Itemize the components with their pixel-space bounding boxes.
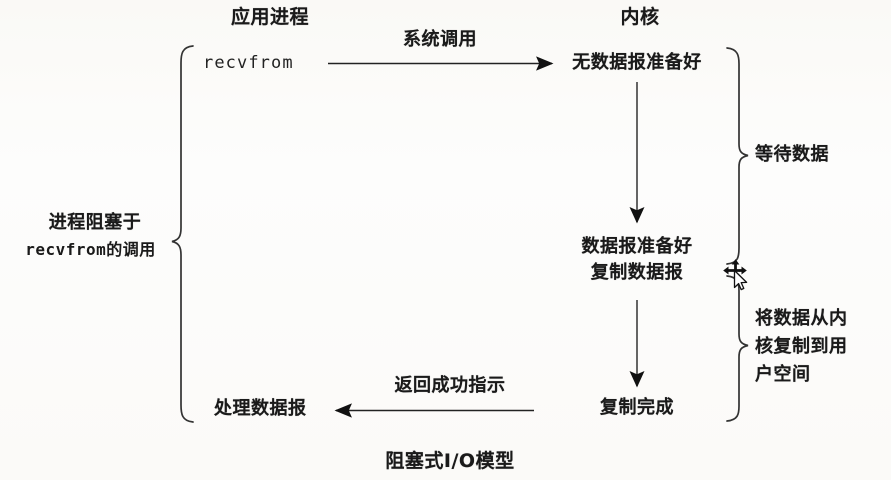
copy-to-user-brace xyxy=(726,275,749,422)
kernel-state-no-datagram: 无数据报准备好 xyxy=(572,52,702,73)
wait-data-label: 等待数据 xyxy=(755,144,829,165)
move-resize-cursor xyxy=(722,258,756,292)
kernel-state-datagram-ready: 数据报准备好 xyxy=(581,236,693,257)
copy-to-user-label-line3: 户空间 xyxy=(755,364,811,385)
kernel-state-copy-datagram: 复制数据报 xyxy=(590,262,684,283)
copy-to-user-label-line2: 核复制到用 xyxy=(755,336,848,357)
wait-data-brace xyxy=(726,47,749,265)
process-blocked-brace xyxy=(171,45,194,423)
recvfrom-call-label: recvfrom xyxy=(203,53,294,73)
process-blocked-label-line1: 进程阻塞于 xyxy=(48,212,142,233)
return-arrow-label: 返回成功指示 xyxy=(394,375,506,396)
copy-to-user-label-line1: 将数据从内 xyxy=(755,308,848,329)
figure-caption: 阻塞式I/O模型 xyxy=(385,450,515,472)
syscall-arrow-label: 系统调用 xyxy=(403,29,477,50)
process-blocked-label-line2: recvfrom的调用 xyxy=(25,240,156,259)
column-header-kernel: 内核 xyxy=(620,6,660,28)
column-header-application-process: 应用进程 xyxy=(230,6,309,28)
kernel-state-copy-complete: 复制完成 xyxy=(600,397,674,418)
process-datagram-label: 处理数据报 xyxy=(214,398,307,419)
